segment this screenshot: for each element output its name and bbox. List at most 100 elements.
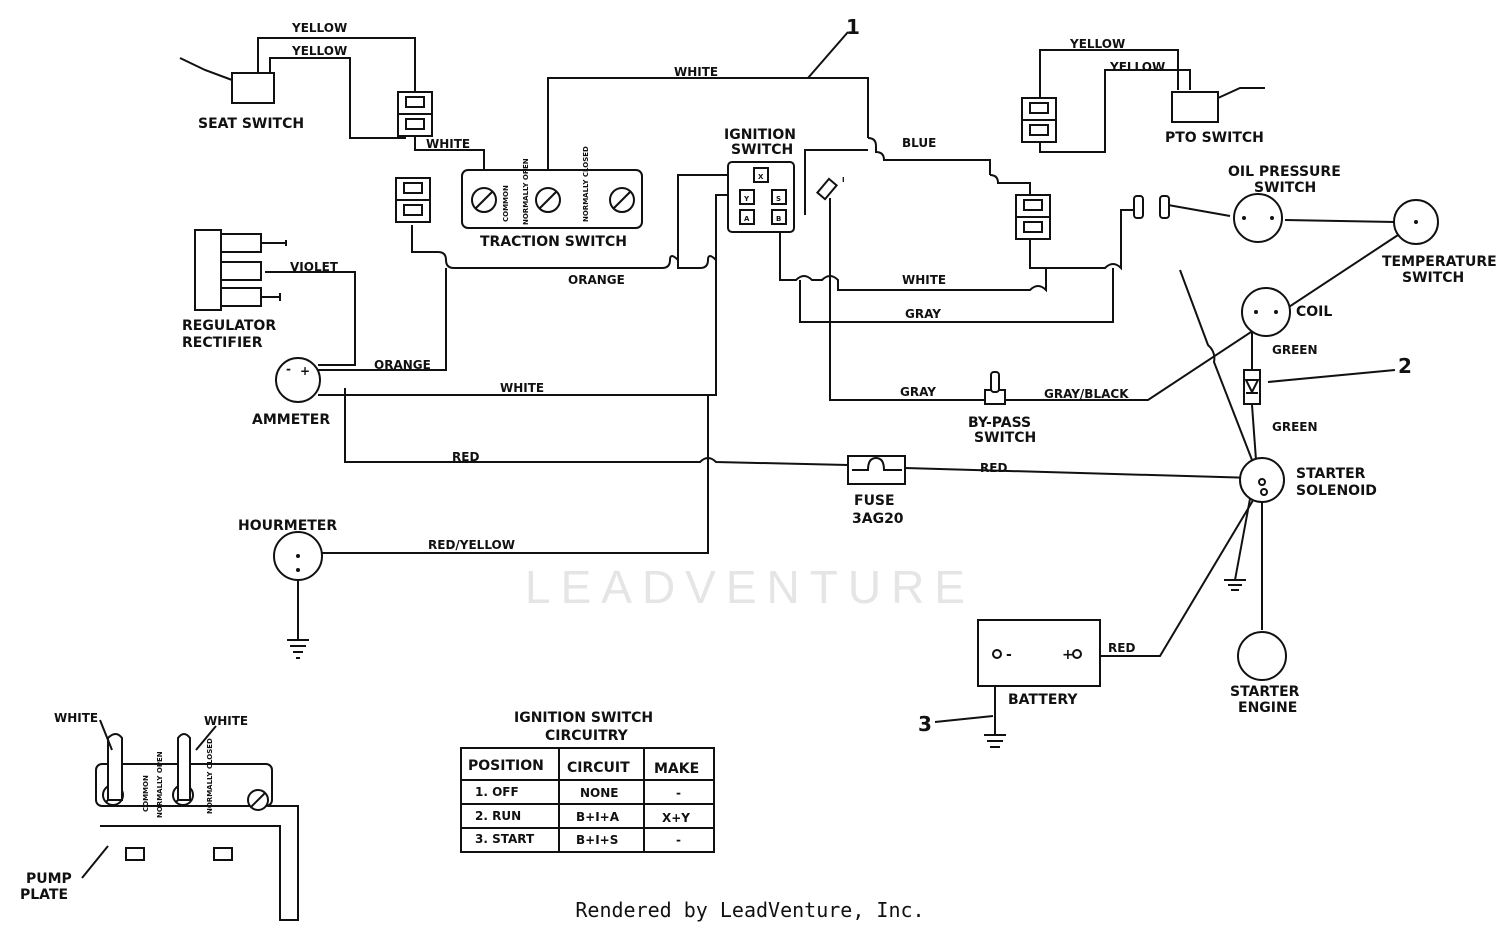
starter-engine bbox=[1237, 631, 1287, 681]
label-temperature-switch: TEMPERATURE SWITCH bbox=[1382, 254, 1500, 286]
label-wire-white: WHITE bbox=[426, 137, 470, 151]
table-cell: B+I+S bbox=[576, 833, 618, 847]
wire-white bbox=[1046, 209, 1134, 271]
seat-switch bbox=[179, 57, 275, 104]
label-hourmeter: HOURMETER bbox=[238, 518, 337, 534]
hourmeter bbox=[273, 531, 323, 659]
label-wire-white: WHITE bbox=[902, 273, 946, 287]
label-wire-violet: VIOLET bbox=[290, 260, 339, 274]
label-wire-gray-black: GRAY/BLACK bbox=[1044, 387, 1129, 401]
battery-minus: - bbox=[1006, 647, 1012, 663]
label-wire-gray: GRAY bbox=[900, 385, 936, 399]
leader-line bbox=[934, 715, 994, 723]
label-starter-solenoid: STARTER SOLENOID bbox=[1296, 466, 1377, 499]
wire-orange bbox=[411, 225, 717, 269]
traction-connector bbox=[395, 177, 431, 223]
oil-pressure-terminal bbox=[1270, 216, 1274, 220]
label-wire-gray: GRAY bbox=[905, 307, 941, 321]
wire-red-yellow bbox=[318, 395, 709, 554]
ignition-label-line1: IGNITION bbox=[724, 127, 796, 143]
regulator-rectifier bbox=[194, 229, 287, 311]
table-cell: X+Y bbox=[662, 811, 690, 825]
table-cell: B+I+A bbox=[576, 810, 620, 824]
label-wire-orange: ORANGE bbox=[568, 273, 625, 287]
table-header-position: POSITION bbox=[468, 758, 544, 774]
table-title: IGNITION SWITCH CIRCUITRY bbox=[514, 710, 658, 744]
label-pump-plate: PUMP PLATE bbox=[20, 871, 77, 903]
wire-gray bbox=[799, 268, 1114, 323]
label-wire-blue: BLUE bbox=[902, 136, 936, 150]
wire-white bbox=[547, 77, 869, 175]
wire-yellow bbox=[1039, 69, 1191, 153]
pto-connector bbox=[1021, 97, 1057, 143]
table-cell: 1. OFF bbox=[475, 785, 519, 799]
wire-blue bbox=[804, 149, 868, 215]
wire-orange bbox=[318, 268, 447, 371]
wire-green bbox=[1251, 404, 1257, 461]
battery-plus: + bbox=[1062, 647, 1074, 663]
common-marking: COMMON bbox=[502, 185, 510, 222]
wire-red bbox=[904, 467, 1256, 479]
label-wire-white: WHITE bbox=[500, 381, 544, 395]
wire-white bbox=[318, 268, 717, 396]
label-white-pump-2: WHITE bbox=[204, 714, 248, 728]
seat-switch-lever bbox=[179, 57, 233, 81]
battery: - + bbox=[977, 619, 1101, 748]
ignition-i-marking: I bbox=[842, 176, 845, 184]
wire bbox=[1179, 269, 1253, 461]
normally-closed-marking: NORMALLY CLOSED bbox=[582, 146, 590, 222]
pump-common-marking: COMMON bbox=[142, 775, 150, 812]
bypass-switch bbox=[984, 371, 1006, 405]
seat-connector bbox=[397, 91, 433, 137]
label-wire-yellow: YELLOW bbox=[1109, 60, 1165, 74]
wire bbox=[1167, 204, 1231, 217]
pto-switch-lever bbox=[1217, 87, 1265, 99]
label-wire-orange: ORANGE bbox=[374, 358, 431, 372]
reference-number: 3 bbox=[918, 712, 932, 736]
leader-line bbox=[1267, 369, 1396, 383]
table-border bbox=[460, 747, 715, 853]
blue-connector bbox=[1015, 194, 1051, 240]
table-cell: 3. START bbox=[475, 832, 535, 846]
ammeter-plus: + bbox=[300, 364, 310, 378]
wire-violet bbox=[265, 271, 356, 366]
wire bbox=[1284, 219, 1396, 223]
terminal-x: X bbox=[758, 173, 764, 181]
label-starter-engine: STARTER ENGINE bbox=[1230, 684, 1304, 716]
coil bbox=[1241, 287, 1291, 337]
ignition-label-line2: SWITCH bbox=[731, 142, 793, 158]
wire bbox=[1234, 487, 1253, 581]
ignition-switch: X Y S A B I bbox=[727, 161, 845, 233]
label-wire-yellow: YELLOW bbox=[291, 21, 347, 35]
wire-red bbox=[1100, 491, 1259, 657]
label-traction-switch: TRACTION SWITCH bbox=[480, 234, 627, 250]
label-oil-pressure-switch: OIL PRESSURE SWITCH bbox=[1228, 164, 1346, 196]
label-wire-white: WHITE bbox=[674, 65, 718, 79]
traction-switch: COMMON NORMALLY OPEN NORMALLY CLOSED bbox=[461, 146, 643, 229]
ground-symbol bbox=[1224, 579, 1246, 591]
label-wire-yellow: YELLOW bbox=[1069, 37, 1125, 51]
terminal-y: Y bbox=[743, 195, 750, 203]
label-pto-switch: PTO SWITCH bbox=[1165, 130, 1264, 146]
wire-yellow bbox=[1039, 49, 1179, 98]
label-wire-red-yellow: RED/YELLOW bbox=[428, 538, 515, 552]
table-cell: NONE bbox=[580, 786, 618, 800]
wire-white bbox=[779, 215, 1047, 293]
pump-plate-bracket bbox=[100, 805, 299, 921]
wire-blue bbox=[989, 174, 1031, 195]
terminal-s: S bbox=[776, 195, 781, 203]
seat-switch-body bbox=[231, 72, 275, 104]
pump-normally-closed-marking: NORMALLY CLOSED bbox=[206, 738, 214, 814]
footer-credit: Rendered by LeadVenture, Inc. bbox=[575, 898, 925, 922]
pto-switch bbox=[1171, 87, 1265, 123]
wire-orange bbox=[677, 174, 742, 262]
wire-blue bbox=[867, 137, 991, 175]
diode bbox=[1243, 369, 1261, 405]
wire-red bbox=[344, 388, 849, 466]
wire-yellow bbox=[257, 37, 416, 92]
table-cell: - bbox=[676, 786, 681, 800]
ammeter: - + bbox=[275, 357, 321, 403]
label-ammeter: AMMETER bbox=[252, 412, 330, 428]
terminal-b: B bbox=[776, 215, 781, 223]
